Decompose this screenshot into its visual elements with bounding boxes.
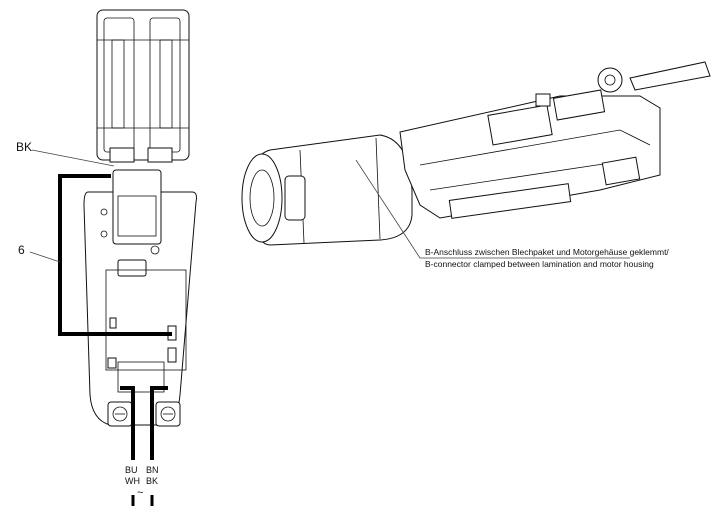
switch-housing xyxy=(83,169,197,427)
stator-coil xyxy=(96,9,190,163)
lead-bu-wh xyxy=(120,386,135,460)
bk-top-leader xyxy=(31,149,115,167)
note-leader xyxy=(355,159,630,259)
wire-6-leader xyxy=(29,251,61,263)
motor-housing xyxy=(241,134,413,246)
label-bk-bottom: BK xyxy=(146,476,158,486)
lead-bn-bk xyxy=(150,386,168,460)
note-line-1: B-Anschluss zwischen Blechpaket und Moto… xyxy=(425,247,669,257)
label-wire-6: 6 xyxy=(18,243,25,257)
label-wh: WH xyxy=(125,476,140,486)
label-ac-symbol: ~ xyxy=(137,487,143,499)
label-bu: BU xyxy=(125,465,138,475)
gear-electronics-housing xyxy=(399,61,711,219)
motor-assembly xyxy=(241,61,711,246)
label-bn: BN xyxy=(146,465,159,475)
label-bk-top: BK xyxy=(16,140,32,154)
note-line-2: B-connector clamped between lamination a… xyxy=(425,259,654,269)
wire-6 xyxy=(58,174,172,336)
left-assembly xyxy=(58,9,197,460)
